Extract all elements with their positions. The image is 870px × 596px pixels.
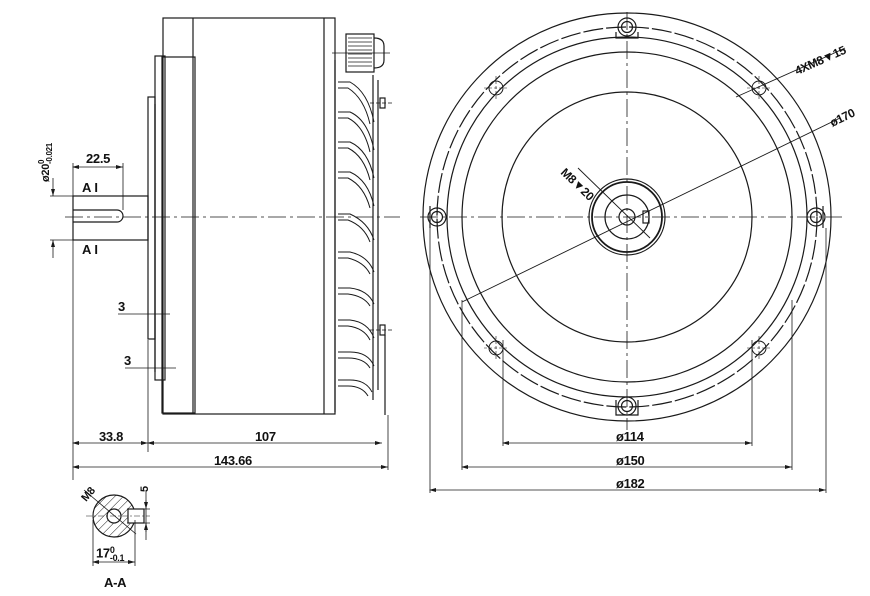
flange-step-2-label: 3 bbox=[124, 353, 131, 368]
mount-lug-left bbox=[427, 206, 447, 228]
mount-lug-bottom bbox=[615, 396, 639, 416]
shaft-tol-lower: -0.021 bbox=[44, 143, 54, 164]
section-key-width-label: 5 bbox=[139, 486, 151, 492]
shaft-diameter-main: ø20 bbox=[40, 163, 52, 182]
thread-hole-tl bbox=[484, 76, 508, 100]
shaft-length-label: 33.8 bbox=[99, 429, 124, 444]
dia-182-label: ø182 bbox=[616, 476, 645, 491]
dia-150-label: ø150 bbox=[616, 453, 645, 468]
section-mark-top: A I bbox=[82, 180, 98, 195]
section-title: A-A bbox=[104, 575, 127, 590]
section-tol-lower: -0.1 bbox=[109, 553, 125, 564]
keyway-slot bbox=[73, 209, 124, 223]
cooling-fins bbox=[338, 81, 375, 397]
dia-114-label: ø114 bbox=[616, 429, 644, 444]
side-view bbox=[50, 17, 400, 480]
center-thread-hole bbox=[618, 208, 636, 226]
hub-outer bbox=[588, 178, 666, 256]
body-length-label: 107 bbox=[255, 429, 276, 444]
outer-flange-circle bbox=[422, 12, 832, 422]
mount-lug-top bbox=[615, 17, 639, 39]
keyway-length-label: 22.5 bbox=[86, 151, 111, 166]
section-tol-upper: 0 bbox=[109, 545, 115, 555]
section-mark-bottom: A I bbox=[82, 242, 98, 257]
shaft bbox=[72, 195, 149, 241]
mount-lug-right bbox=[806, 206, 826, 228]
motor-body bbox=[162, 17, 336, 415]
section-a-a bbox=[83, 489, 150, 566]
overall-length-label: 143.66 bbox=[214, 453, 252, 468]
flange-step-1-label: 3 bbox=[118, 299, 125, 314]
front-view bbox=[420, 12, 846, 493]
section-diameter-main: 17 bbox=[96, 545, 110, 561]
thread-hole-tr bbox=[747, 76, 771, 100]
